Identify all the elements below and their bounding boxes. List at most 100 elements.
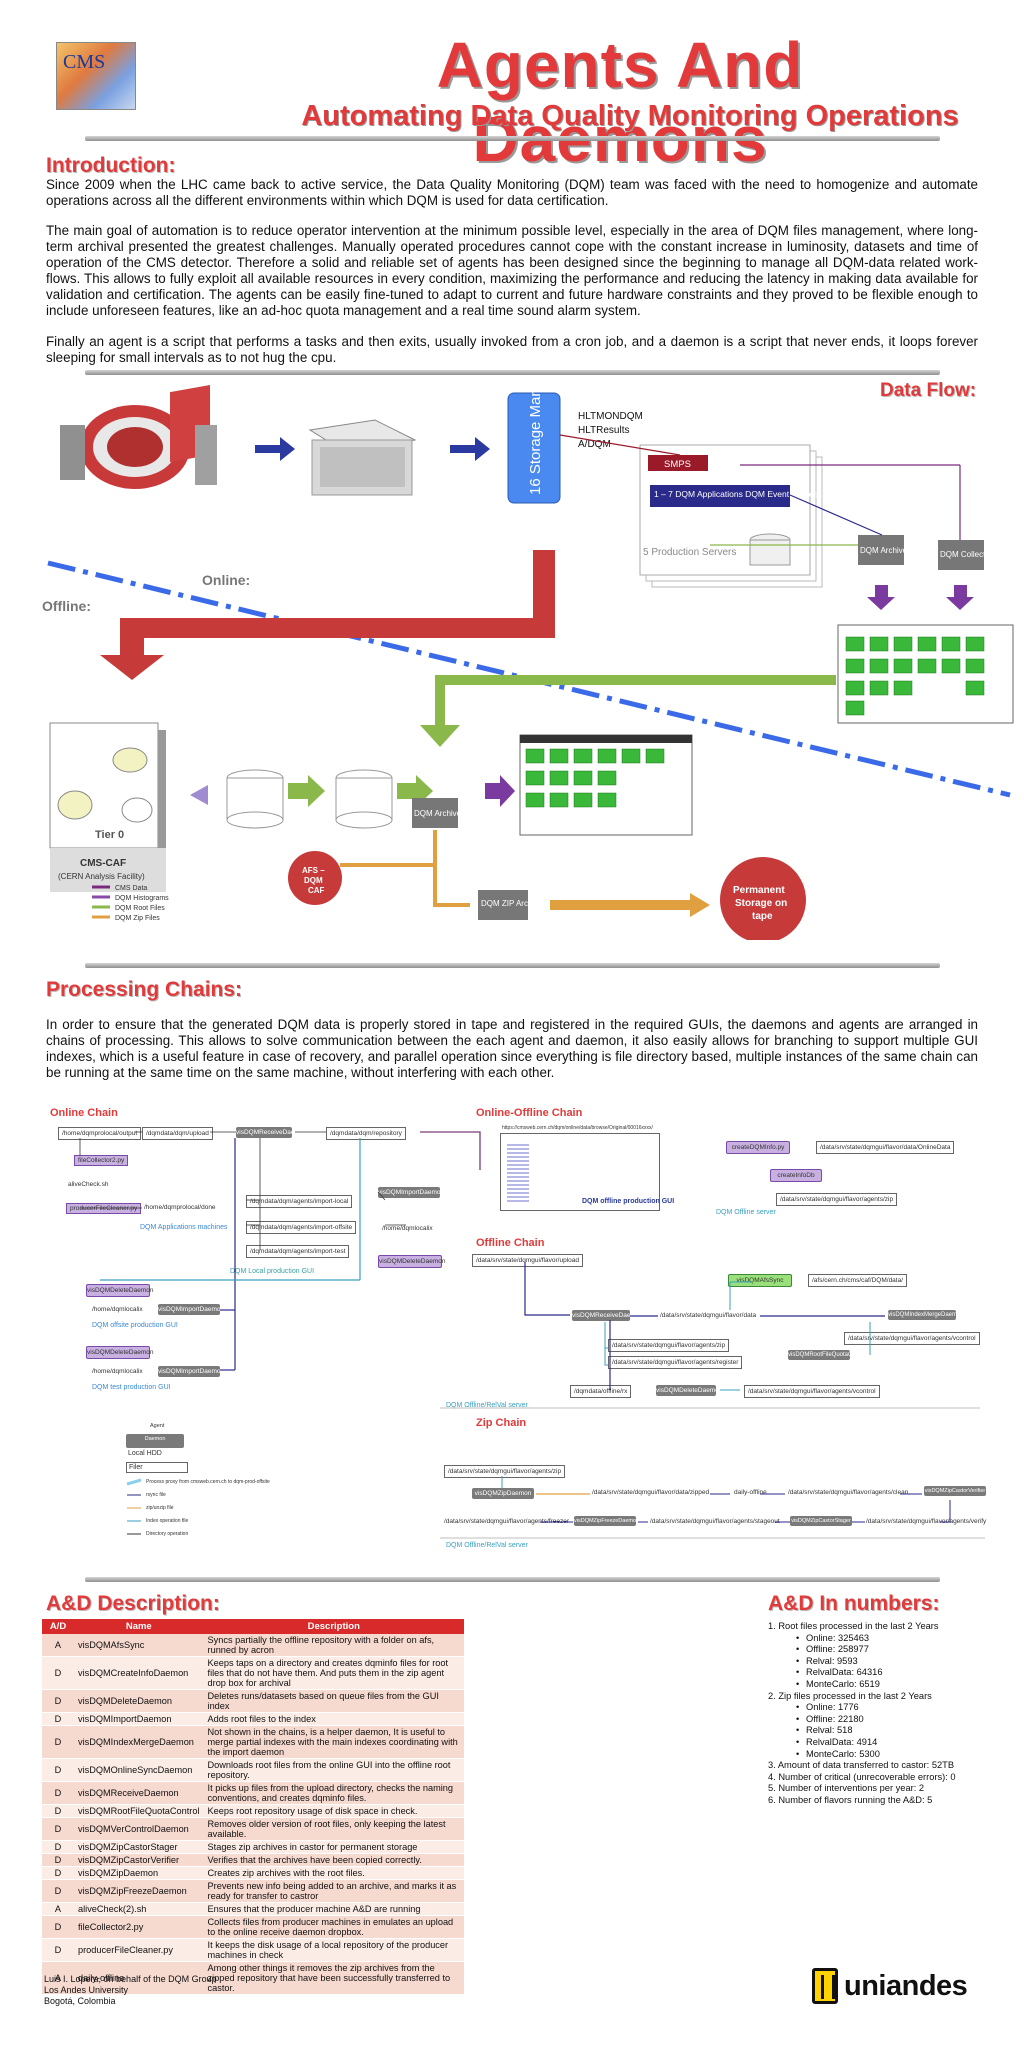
name-cell: visDQMCreateInfoDaemon	[74, 1656, 204, 1690]
ad-type-cell: D	[42, 1758, 74, 1782]
ad-type-cell: A	[42, 1961, 74, 1995]
afs-sync-agent: visDQMAfsSync	[728, 1274, 792, 1287]
dataflow-legend: CMS Data DQM Histograms DQM Root Files D…	[92, 885, 169, 922]
ad-type-cell: D	[42, 1656, 74, 1690]
svg-text:DQM: DQM	[304, 876, 323, 885]
legend-index-op: Index operation file	[146, 1518, 189, 1524]
afs-dqm-caf-circle	[288, 851, 342, 905]
permanent-storage-circle	[720, 857, 806, 940]
name-cell: visDQMZipFreezeDaemon	[74, 1879, 204, 1903]
delete-daemon: visDQMDeleteDaemon	[378, 1255, 445, 1268]
create-info-daemon: createInfoDb	[770, 1169, 822, 1182]
uniandes-logo-text: uniandes	[844, 1970, 968, 2002]
zip-source-dir: /data/srv/state/dqmgui/flavor/agents/zip	[444, 1465, 566, 1478]
legend-directory-op: Directory operation	[146, 1531, 189, 1537]
city-line: Bogotá, Colombia	[44, 1996, 116, 2006]
numbers-item-2-sub-5: MonteCarlo: 5300	[768, 1749, 988, 1761]
author-block: Luis I. Lopera, on behalf of the DQM Gro…	[44, 1974, 217, 2007]
uniandes-logo-mark	[812, 1968, 838, 2004]
delete-daemon-test: visDQMDeleteDaemon	[86, 1346, 153, 1359]
arrow	[450, 437, 490, 461]
offline-server-label: DQM Offline server	[716, 1209, 776, 1216]
verify-dir: /data/srv/state/dqmgui/flavor/agents/ver…	[866, 1518, 987, 1525]
online-label: Online:	[202, 572, 250, 588]
cms-logo: CMS	[56, 42, 136, 110]
numbers-item-6: 6. Number of flavors running the A&D: 5	[768, 1794, 933, 1805]
intro-paragraph-3: Finally an agent is a script that perfor…	[46, 334, 978, 365]
tier0-box	[49, 722, 159, 849]
dataflow-diagram: 16 Storage Managers HLTMONDQM HLTResults…	[42, 385, 1014, 940]
numbers-item-2: 2. Zip files processed in the last 2 Yea…	[768, 1690, 932, 1701]
description-cell: Keeps root repository usage of disk spac…	[203, 1804, 464, 1818]
ad-type-cell: D	[42, 1938, 74, 1962]
dqm-archive-label: DQM Archive	[860, 546, 908, 555]
receive-daemon-offline: visDQMReceiveDaem	[572, 1310, 636, 1321]
offline-upload-dir: /data/srv/state/dqmgui/flavor/upload	[472, 1254, 583, 1267]
online-gui-url: https://cmsweb.cern.ch/dqm/online/data/b…	[502, 1125, 653, 1131]
dqmlocalix-dir: /home/dqmlocalix	[382, 1225, 433, 1232]
legend-dqm-zip-files: DQM Zip Files	[115, 915, 160, 922]
description-cell: Verifies that the archives have been cop…	[203, 1853, 464, 1867]
processing-legend-lines	[126, 1478, 142, 1535]
stream-3: A/DQM	[578, 439, 611, 450]
zip-chain-title: Zip Chain	[476, 1417, 527, 1429]
dqm-zip-archive-box	[478, 890, 528, 920]
permanent-storage-label: Permanent	[733, 885, 785, 896]
offline-relval-server-label: DQM Offline/RelVal server	[446, 1402, 528, 1409]
import-offsite-dir: /dqmdata/dqm/agents/import-offsite	[246, 1221, 357, 1234]
author-line: Luis I. Lopera, on behalf of the DQM Gro…	[44, 1974, 217, 1984]
tier0-label: Tier 0	[95, 829, 124, 841]
register-dir: /data/srv/state/dqmgui/flavor/agents/reg…	[608, 1356, 743, 1369]
green-flow-arrow	[420, 675, 836, 747]
description-cell: Prevents new info being added to an arch…	[203, 1879, 464, 1903]
disk-cylinders	[226, 769, 393, 829]
offline-rx-dir: /dqmdata/offline/rx	[570, 1385, 632, 1398]
red-flow-arrow	[100, 550, 555, 680]
description-cell: Syncs partially the offline repository w…	[203, 1634, 464, 1657]
name-cell: aliveCheck(2).sh	[74, 1902, 204, 1916]
zip-freeze-daemon: visDQMZipFreezeDaemon	[574, 1516, 640, 1526]
svg-text:CAF: CAF	[308, 886, 325, 895]
delete-daemon-offline: visDQMDeleteDaemon	[656, 1385, 723, 1396]
numbers-item-1: 1. Root files processed in the last 2 Ye…	[768, 1621, 939, 1631]
smps-label: SMPS	[664, 459, 691, 470]
dqm-archive-box	[858, 535, 904, 565]
legend-cms-data: CMS Data	[115, 885, 147, 892]
description-cell: Downloads root files from the online GUI…	[203, 1758, 464, 1782]
producer-file-cleaner-agent: producerFileCleaner.py	[66, 1203, 142, 1214]
storage-managers-label: 16 Storage Managers	[527, 385, 544, 495]
dqmlocalix-offsite: /home/dqmlocalix	[92, 1306, 143, 1313]
description-cell: It picks up files from the upload direct…	[203, 1781, 464, 1805]
name-cell: visDQMRootFileQuotaControl	[74, 1804, 204, 1818]
name-cell: fileCollector2.py	[74, 1915, 204, 1939]
receive-daemon: visDQMReceiveDaem	[236, 1127, 300, 1138]
numbers-item-3: 3. Amount of data transferred to castor:…	[768, 1760, 955, 1771]
description-cell: Removes older version of root files, onl…	[203, 1817, 464, 1841]
test-gui-label: DQM test production GUI	[92, 1384, 171, 1391]
ad-type-cell: D	[42, 1853, 74, 1867]
zip-chain-connectors	[440, 1476, 985, 1539]
description-cell: Among other things it removes the zip ar…	[203, 1961, 464, 1995]
numbers-list: 1. Root files processed in the last 2 Ye…	[768, 1621, 988, 1807]
numbers-item-1-sub-3: Relval: 9593	[768, 1656, 988, 1668]
clean-dir: /data/srv/state/dqmgui/flavor/agents/cle…	[788, 1489, 909, 1496]
cmscaf-label: CMS-CAF	[80, 858, 126, 869]
online-chain-connectors	[79, 1131, 481, 1371]
output-dir: /home/dqmprolocal/output	[58, 1127, 142, 1140]
description-cell: Creates zip archives with the root files…	[203, 1866, 464, 1880]
smps-box	[648, 455, 708, 471]
intro-heading: Introduction:	[46, 154, 176, 177]
col-description: Description	[203, 1619, 464, 1634]
ad-type-cell: D	[42, 1915, 74, 1939]
col-ad: A/D	[42, 1619, 74, 1634]
poster-subtitle: Automating Data Quality Monitoring Opera…	[301, 100, 959, 132]
